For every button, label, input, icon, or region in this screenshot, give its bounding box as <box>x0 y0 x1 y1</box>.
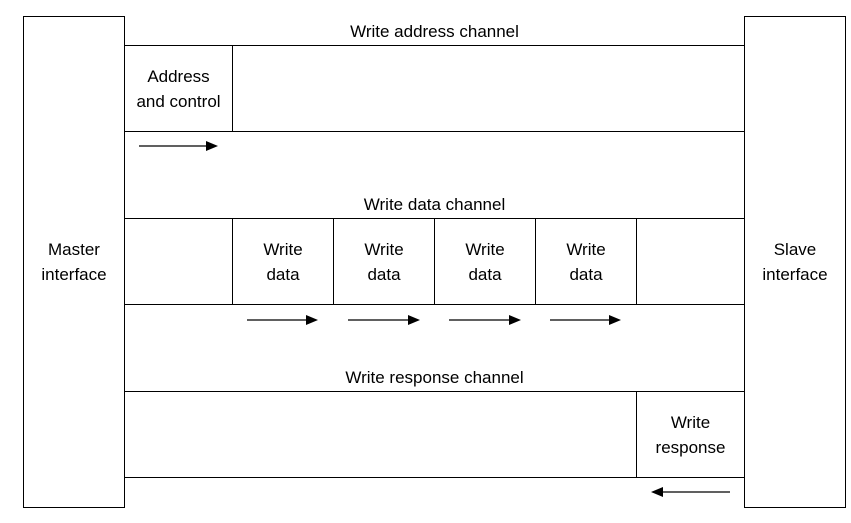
write-response-top-line <box>125 391 744 392</box>
write-address-bottom-line <box>125 131 744 132</box>
write-address-channel-title: Write address channel <box>350 22 519 41</box>
write-data-bottom-line <box>125 304 744 305</box>
master-interface-label: Master interface <box>41 240 107 284</box>
write-data-arrow-4 <box>550 315 621 325</box>
write-data-channel-title: Write data channel <box>363 195 506 214</box>
write-response-label: Write response <box>655 412 726 457</box>
write-address-top-line <box>125 45 744 46</box>
write-response-bottom-line <box>125 477 744 478</box>
write-data-divider-5 <box>636 218 637 304</box>
write-data-arrow-1 <box>247 315 318 325</box>
write-data-divider-2 <box>333 218 334 304</box>
write-response-cell: Write response <box>637 392 744 477</box>
write-data-label-1: Write data <box>263 239 303 284</box>
write-data-divider-1 <box>232 218 233 304</box>
write-data-label-3: Write data <box>465 239 505 284</box>
write-data-cell-1: Write data <box>233 219 333 304</box>
write-data-divider-4 <box>535 218 536 304</box>
write-address-divider <box>232 45 233 131</box>
master-interface-box: Master interface <box>23 16 125 508</box>
slave-interface-label: Slave interface <box>762 240 828 284</box>
write-response-channel-title: Write response channel <box>345 368 524 387</box>
write-data-cell-4: Write data <box>536 219 636 304</box>
write-response-divider <box>636 391 637 477</box>
write-data-arrow-2 <box>348 315 420 325</box>
address-and-control-cell: Address and control <box>125 46 232 131</box>
write-data-cell-3: Write data <box>435 219 535 304</box>
write-data-label-2: Write data <box>364 239 404 284</box>
write-data-divider-3 <box>434 218 435 304</box>
address-and-control-label: Address and control <box>136 66 221 111</box>
write-data-label-4: Write data <box>566 239 606 284</box>
slave-interface-box: Slave interface <box>744 16 846 508</box>
write-data-cell-2: Write data <box>334 219 434 304</box>
write-data-arrow-3 <box>449 315 521 325</box>
